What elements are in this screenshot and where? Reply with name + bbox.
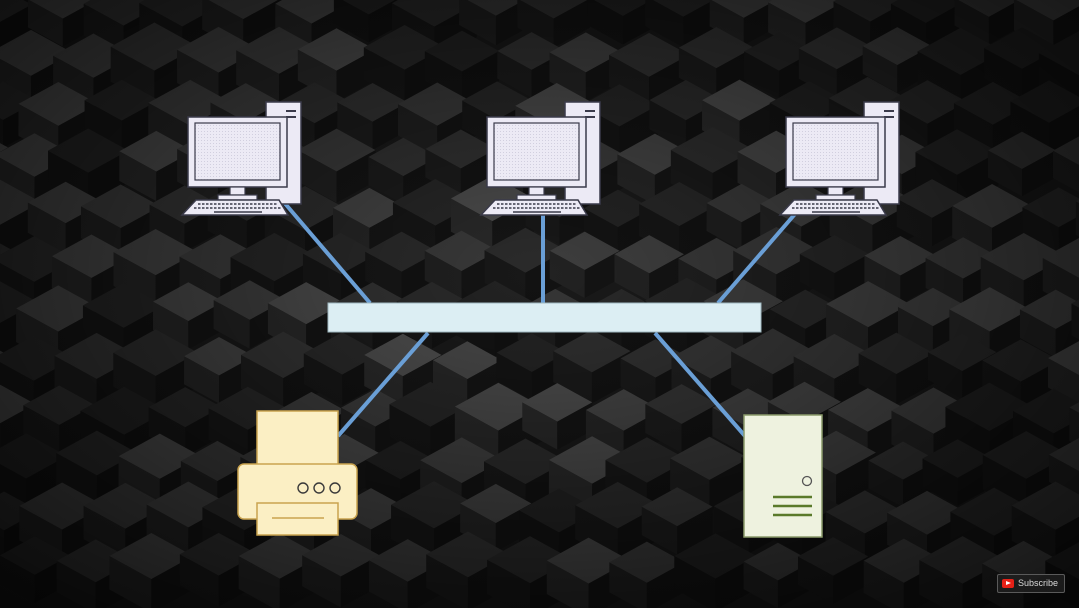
computer-2-icon bbox=[480, 101, 601, 216]
link-computer-3-to-bus bbox=[716, 212, 797, 305]
link-bus-to-server bbox=[653, 331, 747, 438]
computer-1-icon bbox=[181, 101, 302, 216]
link-computer-1-to-bus bbox=[280, 198, 372, 305]
subscribe-button[interactable]: Subscribe bbox=[997, 574, 1065, 593]
printer-icon bbox=[237, 410, 358, 536]
youtube-play-icon bbox=[1002, 579, 1014, 588]
link-bus-to-printer bbox=[336, 331, 430, 438]
server-tower-icon bbox=[743, 414, 823, 538]
computer-3-icon bbox=[779, 101, 900, 216]
bus-backbone bbox=[327, 302, 762, 333]
subscribe-label: Subscribe bbox=[1018, 578, 1059, 588]
